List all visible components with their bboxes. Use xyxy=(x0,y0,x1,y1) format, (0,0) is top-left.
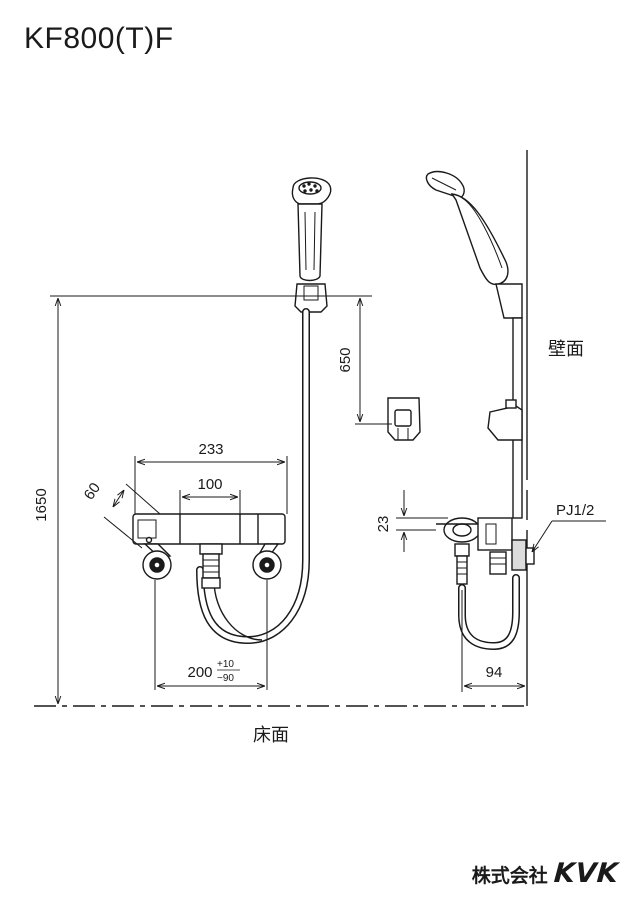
dim-60: 60 xyxy=(81,480,104,503)
shower-head-front xyxy=(291,177,332,282)
mixer-body-front xyxy=(132,513,286,589)
dim-1650: 1650 xyxy=(33,488,50,521)
floor-label: 床面 xyxy=(253,725,289,746)
pipe-thread-label: PJ1/2 xyxy=(556,502,594,519)
dim-233: 233 xyxy=(198,441,223,458)
wall-label: 壁面 xyxy=(548,339,584,360)
eccentric-union-left xyxy=(142,550,172,580)
dim-200: 200 xyxy=(187,664,212,681)
slide-bar xyxy=(487,283,523,519)
dimension-lines xyxy=(50,295,606,704)
dim-100: 100 xyxy=(197,476,222,493)
company-name: 株式会社 xyxy=(471,865,548,887)
kvk-logo: KVK xyxy=(552,858,620,889)
brand-footer: 株式会社 KVK xyxy=(471,858,620,889)
dim-650: 650 xyxy=(337,347,354,372)
dim-23: 23 xyxy=(375,516,392,533)
shower-head-side xyxy=(425,170,509,286)
dim-200-tol-lower: −90 xyxy=(217,673,234,684)
dim-200-tol-upper: +10 xyxy=(217,659,234,670)
eccentric-union-right xyxy=(252,550,282,580)
wall-holder-front xyxy=(387,397,421,441)
model-title: KF800(T)F xyxy=(24,22,174,55)
dim-94: 94 xyxy=(486,664,503,681)
mixer-body-side xyxy=(436,517,535,585)
holder-front xyxy=(294,283,328,313)
